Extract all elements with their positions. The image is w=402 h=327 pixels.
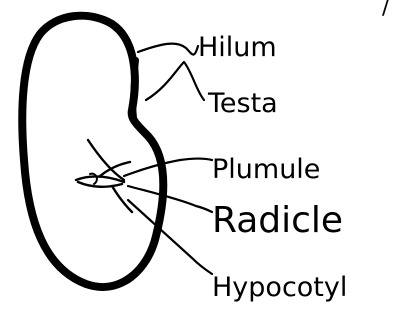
label-testa: Testa [207,88,278,119]
label-hilum: Hilum [198,32,277,63]
hilum-notch [133,60,136,118]
seed-outline [22,16,163,287]
cropped-glyph: / [382,0,390,20]
radicle-leader [128,186,212,212]
label-radicle: Radicle [212,200,343,241]
label-hypocotyl: Hypocotyl [212,272,347,303]
hilum-leader [138,44,198,55]
plumule-leader [124,159,212,177]
label-plumule: Plumule [212,154,320,185]
testa-leader [146,62,204,100]
